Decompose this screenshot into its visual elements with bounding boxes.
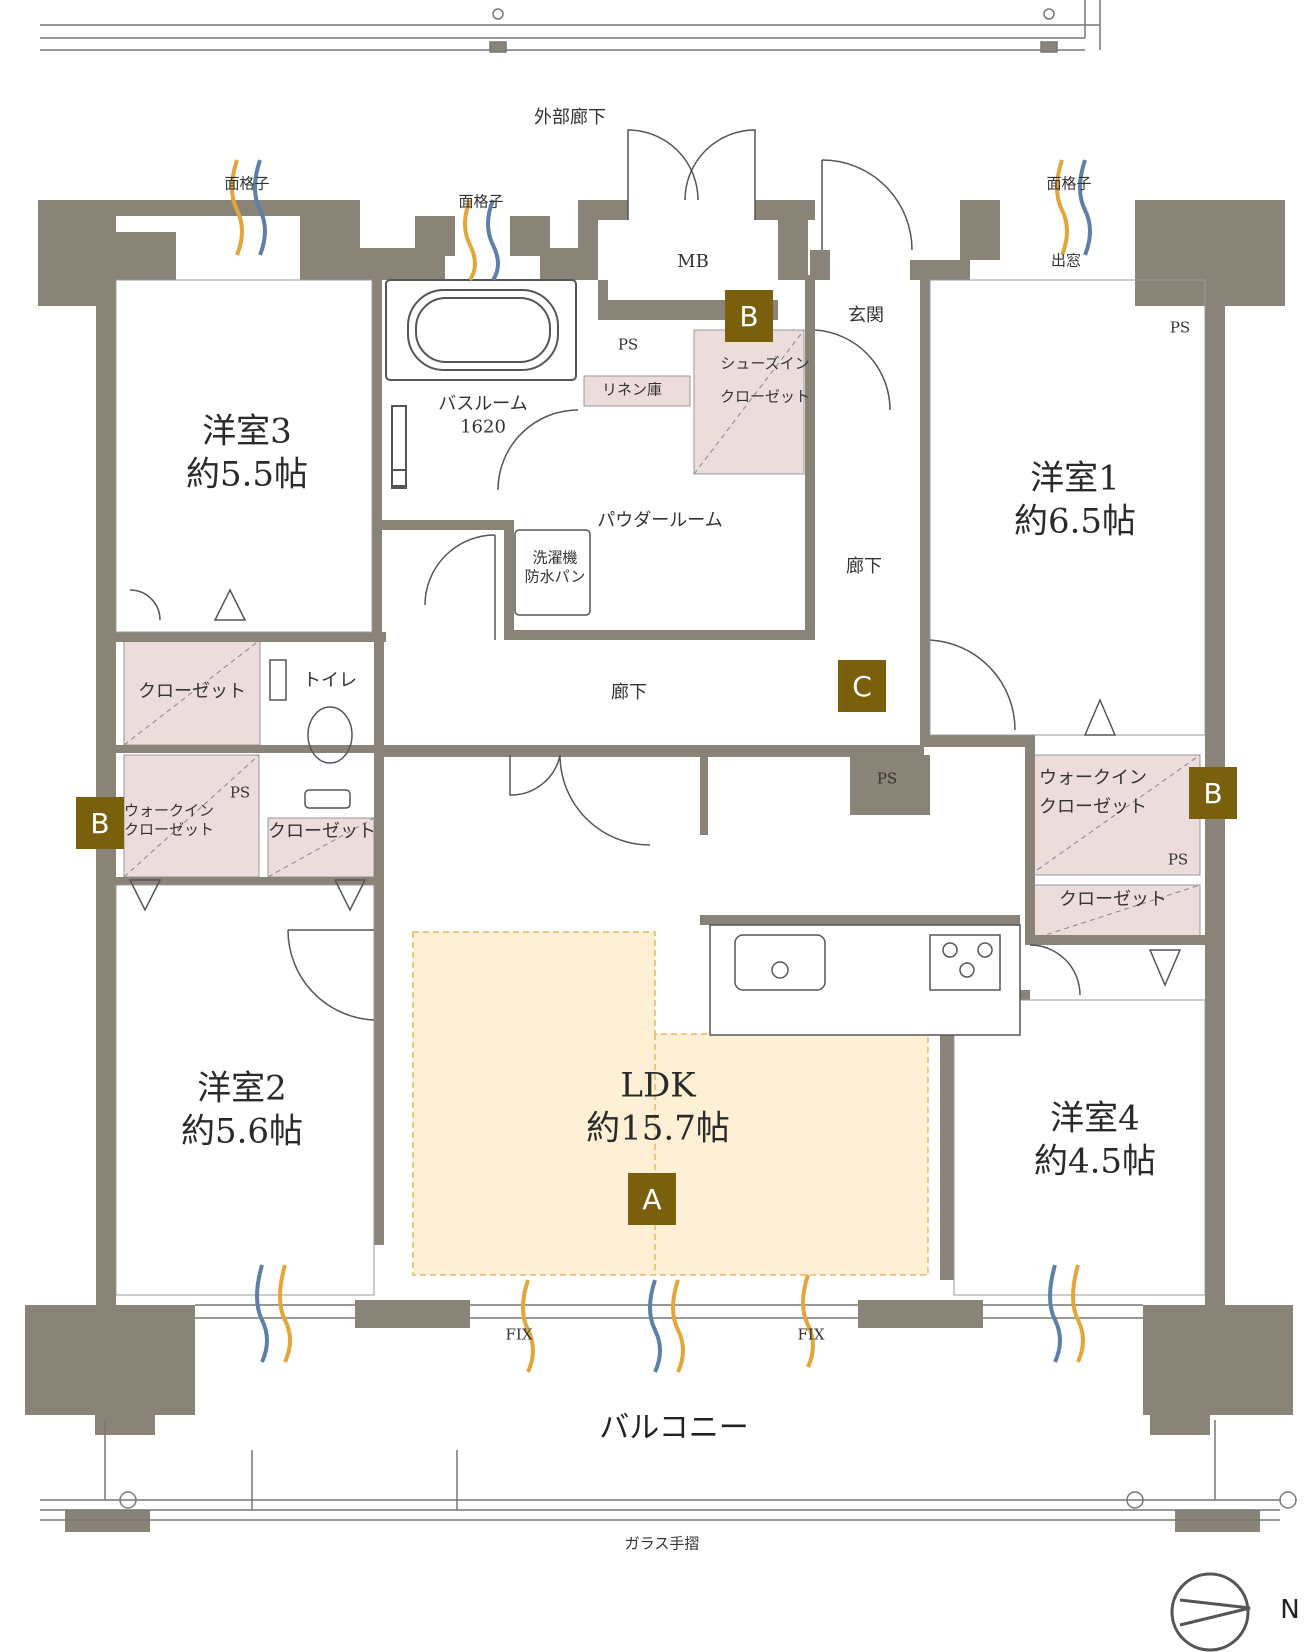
marker-c: C <box>838 660 886 712</box>
room-name: LDK <box>620 1065 696 1106</box>
corridor-label-1: 廊下 <box>846 555 882 577</box>
room-western1: 洋室1 約6.5帖 <box>1014 458 1136 543</box>
shoes-closet-line2: クローゼット <box>719 387 811 405</box>
toilet-label: トイレ <box>303 669 357 691</box>
lattice-label-3: 面格子 <box>1046 174 1092 193</box>
room-name: 洋室3 <box>202 411 292 452</box>
linen-label: リネン庫 <box>601 380 663 399</box>
room-western2: 洋室2 約5.6帖 <box>181 1068 303 1153</box>
walkin-closet-label-1: ウォークイン クローゼット <box>124 801 214 839</box>
entrance-label: 玄関 <box>848 304 884 326</box>
room-ldk: LDK 約15.7帖 <box>586 1065 730 1150</box>
room-size: 約15.7帖 <box>586 1108 730 1148</box>
washer-line2: 防水パン <box>524 567 586 585</box>
glass-rail-label: ガラス手摺 <box>624 1534 700 1553</box>
ps-label-4: PS <box>876 769 898 788</box>
walkin-line2: クローゼット <box>123 820 215 838</box>
room-name: 洋室1 <box>1030 458 1120 499</box>
walkin-line1: ウォークイン <box>123 801 215 820</box>
closet-label-2: クローゼット <box>268 820 376 842</box>
balcony-lines <box>40 1304 1297 1521</box>
ldk-area <box>412 931 929 1276</box>
room-western3: 洋室3 約5.5帖 <box>186 411 308 496</box>
room-size: 約4.5帖 <box>1033 1141 1157 1181</box>
outer-corridor-label: 外部廊下 <box>534 106 606 128</box>
room-panels <box>115 279 1206 1296</box>
walkin-line2: クローゼット <box>1039 796 1147 817</box>
closet-lines <box>123 329 1201 941</box>
powder-room-label: パウダールーム <box>597 509 723 531</box>
washer-label: 洗濯機 防水パン <box>525 548 586 586</box>
mb-label: MB <box>677 250 709 272</box>
north-label: N <box>1280 1594 1300 1625</box>
fix-label-2: FIX <box>797 1325 825 1344</box>
marker-a: A <box>628 1173 676 1225</box>
bathroom-label: バスルーム 1620 <box>438 394 527 439</box>
room-size: 約5.5帖 <box>185 454 309 494</box>
bathroom-name: バスルーム <box>438 393 528 415</box>
shoes-closet-label: シューズイン クローゼット <box>720 354 810 406</box>
marker-b-3: B <box>1189 767 1237 819</box>
corridor-label-2: 廊下 <box>611 681 647 703</box>
north-arrow-icon <box>1170 1572 1251 1652</box>
wind-arrows <box>230 159 1092 1373</box>
walkin-line1: ウォークイン <box>1039 767 1147 789</box>
ps-label-3: PS <box>229 783 251 802</box>
ps-label-1: PS <box>617 335 639 354</box>
bathroom-size: 1620 <box>460 416 506 437</box>
bay-window-label: 出窓 <box>1050 251 1082 270</box>
toilet-fixture <box>269 659 353 809</box>
fix-label-1: FIX <box>505 1325 533 1344</box>
washer-line1: 洗濯機 <box>532 548 578 567</box>
ps-label-5: PS <box>1167 850 1189 869</box>
top-railing <box>40 0 1101 53</box>
room-size: 約6.5帖 <box>1013 501 1137 541</box>
balcony-label: バルコニー <box>599 1410 749 1446</box>
room-name: 洋室2 <box>197 1068 287 1109</box>
kitchen <box>709 924 1021 1036</box>
room-western4: 洋室4 約4.5帖 <box>1034 1098 1156 1183</box>
marker-b-2: B <box>76 797 124 849</box>
bathtub <box>385 279 577 489</box>
marker-b-1: B <box>725 290 773 342</box>
walls <box>25 200 1293 1532</box>
washer <box>514 529 591 616</box>
closet-label-1: クローゼット <box>138 680 246 702</box>
room-name: 洋室4 <box>1050 1098 1140 1139</box>
shoes-closet-line1: シューズイン <box>720 354 810 373</box>
closet-label-3: クローゼット <box>1059 888 1167 910</box>
lattice-label-2: 面格子 <box>458 192 504 211</box>
room-size: 約5.6帖 <box>180 1111 304 1151</box>
doors <box>128 129 1182 1021</box>
lattice-label-1: 面格子 <box>224 174 270 193</box>
walkin-closet-label-2: ウォークイン クローゼット <box>1039 768 1147 819</box>
ps-label-2: PS <box>1169 318 1191 337</box>
